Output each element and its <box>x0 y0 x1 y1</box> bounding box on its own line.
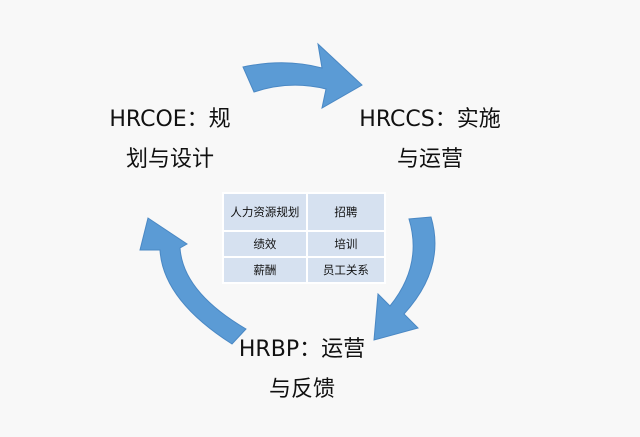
table-cell: 人力资源规划 <box>224 194 306 230</box>
table-cell: 绩效 <box>224 232 306 256</box>
node-hrcoe: HRCOE：规 划与设计 <box>90 100 250 180</box>
table-cell: 薪酬 <box>224 258 306 282</box>
table-row: 人力资源规划 招聘 <box>224 194 384 230</box>
node-hrcoe-line2: 划与设计 <box>125 147 214 172</box>
node-hrccs: HRCCS：实施 与运营 <box>345 100 515 180</box>
table-cell: 培训 <box>307 232 384 256</box>
node-hrccs-line2: 与运营 <box>396 147 463 172</box>
arrow-ccs-to-bp <box>373 216 436 341</box>
arrow-coe-to-ccs <box>242 42 363 109</box>
node-hrbp-line2: 与反馈 <box>268 377 335 402</box>
table-row: 薪酬 员工关系 <box>224 258 384 282</box>
table-row: 绩效 培训 <box>224 232 384 256</box>
table-cell: 员工关系 <box>307 258 384 282</box>
node-hrcoe-line1: HRCOE：规 <box>109 107 231 132</box>
node-hrbp: HRBP：运营 与反馈 <box>222 330 382 410</box>
hr-function-table: 人力资源规划 招聘 绩效 培训 薪酬 员工关系 <box>222 192 386 284</box>
arrow-bp-to-coe <box>139 217 247 345</box>
table-cell: 招聘 <box>307 194 384 230</box>
node-hrbp-line1: HRBP：运营 <box>238 337 366 362</box>
node-hrccs-line1: HRCCS：实施 <box>359 107 501 132</box>
